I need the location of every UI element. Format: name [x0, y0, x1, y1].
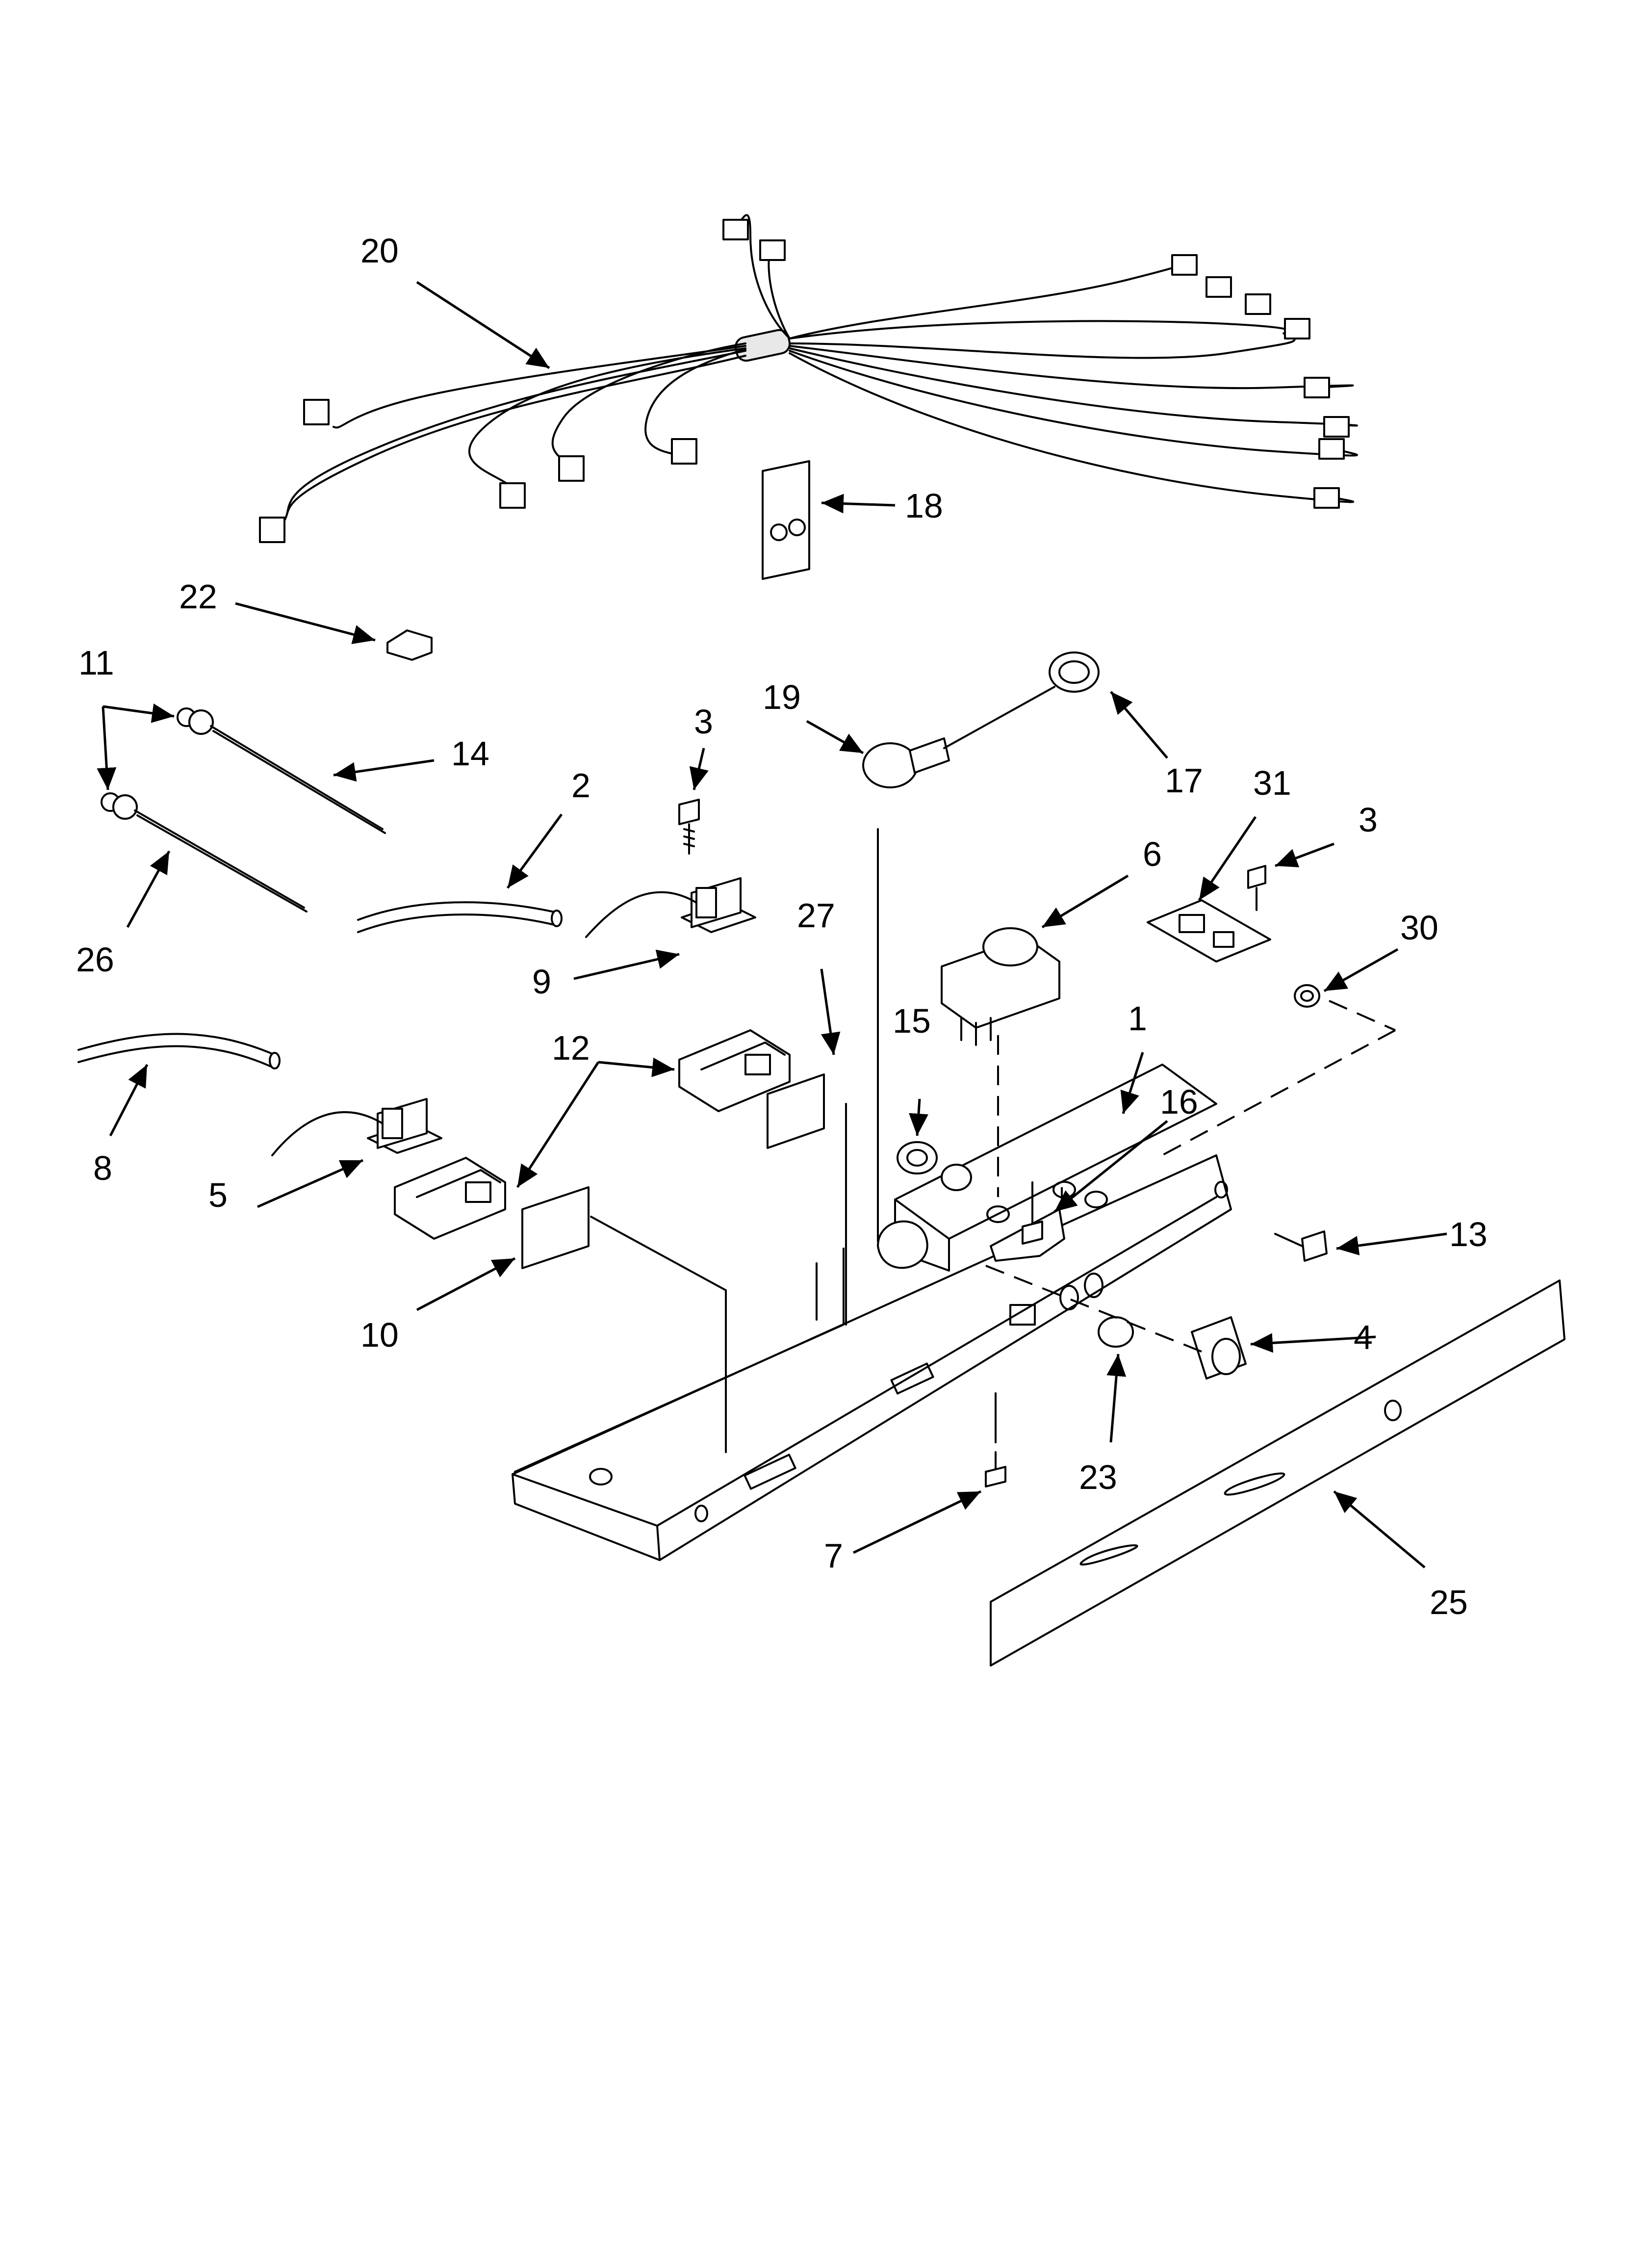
leader-lines	[97, 281, 1447, 1568]
control-housing	[512, 1064, 1232, 1561]
light-bulb	[862, 686, 1055, 788]
callout-15: 15	[893, 1002, 931, 1040]
wire-clip	[1294, 984, 1320, 1008]
callout-6: 6	[1143, 835, 1162, 873]
callout-17: 17	[1165, 761, 1203, 800]
control-panel	[990, 1279, 1565, 1667]
screw-7	[985, 1392, 1006, 1487]
callout-10: 10	[360, 1316, 399, 1354]
callout-20: 20	[360, 232, 399, 270]
bracket-12a	[678, 1029, 791, 1112]
tubing-8	[77, 1033, 281, 1069]
callout-18: 18	[905, 487, 943, 525]
cover-plate	[762, 460, 810, 580]
defrost-timer	[941, 927, 1060, 1046]
switch-5	[271, 1098, 442, 1156]
switch-9	[585, 877, 756, 938]
callout-23: 23	[1079, 1458, 1117, 1496]
callout-12: 12	[552, 1029, 590, 1067]
callout-19: 19	[763, 678, 801, 716]
callout-3-left: 3	[694, 703, 713, 741]
callout-14: 14	[451, 734, 489, 773]
clip	[386, 629, 433, 661]
callout-1: 1	[1128, 999, 1147, 1038]
label-27	[767, 1073, 825, 1149]
callout-2: 2	[571, 766, 590, 805]
callout-3-right: 3	[1359, 801, 1378, 839]
callout-22: 22	[179, 577, 217, 616]
label-10	[521, 1186, 590, 1269]
bracket-12b	[394, 1157, 506, 1240]
light-socket	[1049, 652, 1100, 693]
callout-31: 31	[1253, 764, 1291, 802]
tubing-2	[357, 901, 563, 933]
light-switch	[1191, 1316, 1247, 1380]
callout-25: 25	[1430, 1583, 1468, 1621]
callout-26: 26	[76, 940, 114, 979]
callout-16: 16	[1160, 1083, 1198, 1121]
callout-5: 5	[208, 1176, 228, 1214]
callout-4: 4	[1354, 1318, 1373, 1356]
callout-8: 8	[93, 1149, 112, 1187]
screw-right	[1247, 865, 1266, 911]
control-board	[1147, 899, 1271, 963]
screw-16	[1022, 1181, 1043, 1245]
callout-13: 13	[1449, 1215, 1488, 1253]
tube-fittings	[101, 707, 386, 912]
screw-left	[678, 799, 700, 855]
callout-7: 7	[824, 1537, 843, 1575]
callout-11: 11	[78, 644, 114, 682]
grommet	[897, 1141, 972, 1191]
wire-harness	[259, 214, 1358, 543]
callout-30: 30	[1400, 909, 1438, 947]
callout-27: 27	[797, 896, 835, 935]
callout-9: 9	[532, 963, 551, 1001]
callout-labels: 20 18 22 11 14 26 2 3 9 19 17 31 3 6 30 …	[76, 232, 1488, 1621]
screw-13	[1274, 1230, 1328, 1262]
